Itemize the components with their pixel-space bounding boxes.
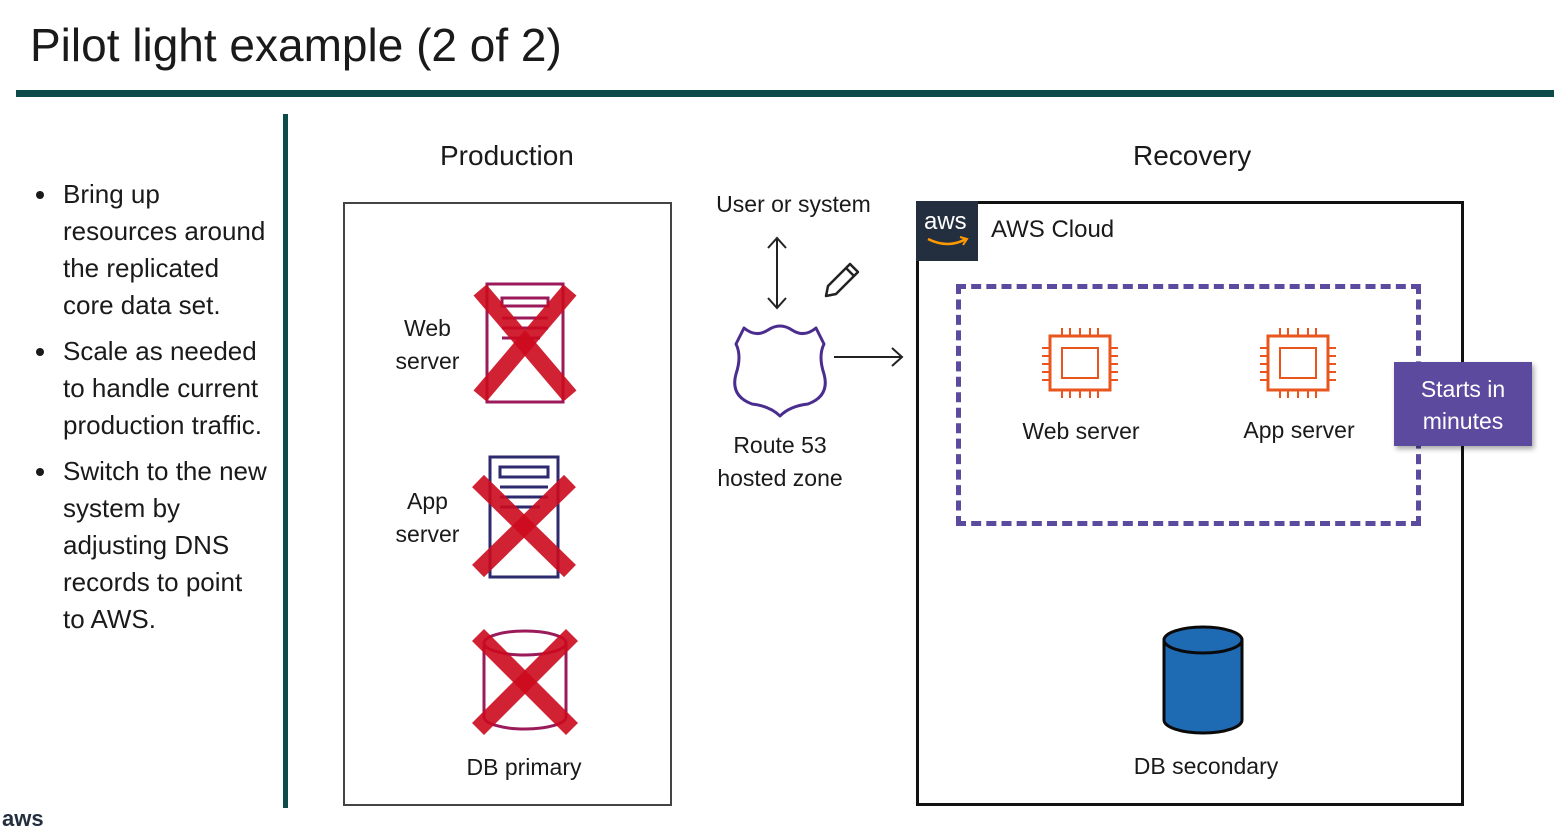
- recovery-app-server-label: App server: [1243, 417, 1355, 443]
- prod-app-server-label: App server: [395, 488, 460, 547]
- production-box: [343, 202, 672, 806]
- database-icon: [471, 628, 579, 736]
- server-icon: [473, 282, 577, 404]
- aws-logo-icon: aws: [916, 201, 978, 261]
- starts-in-minutes-callout: Starts in minutes: [1394, 362, 1532, 446]
- column-divider: [283, 114, 288, 808]
- footer-aws-logo: aws: [2, 806, 44, 831]
- production-heading: Production: [440, 140, 574, 171]
- aws-cloud-box: [916, 201, 1464, 806]
- database-icon: [1162, 625, 1244, 735]
- title-divider: [16, 90, 1554, 97]
- user-or-system-label: User or system: [716, 191, 871, 217]
- aws-cloud-label: AWS Cloud: [991, 216, 1115, 243]
- ec2-chip-icon: [1042, 328, 1118, 398]
- route53-label: Route 53 hosted zone: [717, 432, 843, 491]
- bullet-item: Switch to the new system by adjusting DN…: [30, 453, 270, 638]
- bullet-item: Scale as needed to handle current produc…: [30, 333, 270, 444]
- server-icon: [472, 455, 576, 579]
- bullet-item: Bring up resources around the replicated…: [30, 176, 270, 324]
- recovery-db-secondary-label: DB secondary: [1133, 753, 1279, 779]
- prod-web-server-label: Web server: [395, 315, 460, 374]
- ec2-chip-icon: [1260, 328, 1336, 398]
- arrow-right-icon: [834, 347, 904, 367]
- pencil-icon: [824, 262, 860, 298]
- prod-db-primary-label: DB primary: [466, 754, 582, 780]
- bullet-list: Bring up resources around the replicated…: [30, 176, 270, 647]
- bidirectional-arrow-icon: [767, 236, 787, 310]
- recovery-heading: Recovery: [1133, 140, 1252, 171]
- slide-title: Pilot light example (2 of 2): [30, 19, 562, 71]
- scaled-group-boundary: [956, 284, 1421, 526]
- route53-shield-icon: [733, 324, 827, 418]
- recovery-web-server-label: Web server: [1022, 418, 1140, 444]
